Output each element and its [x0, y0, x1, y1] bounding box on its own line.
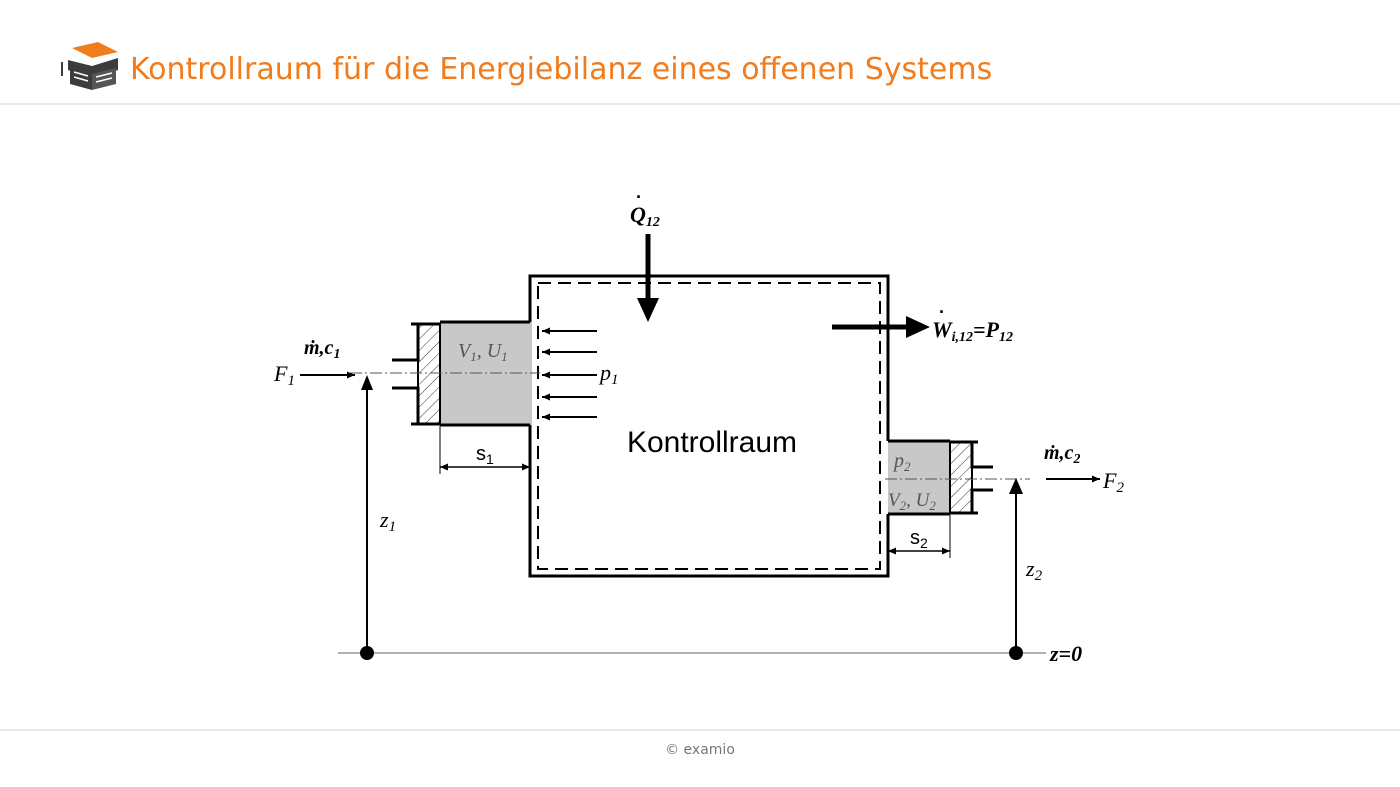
heat-flow-dot: ·	[636, 187, 642, 207]
outlet-pressure-label: p2	[892, 450, 911, 474]
inlet-pressure-label: p1	[598, 360, 619, 388]
inlet-piston-frame	[392, 322, 440, 426]
header: Kontrollraum für die Energiebilanz eines…	[0, 0, 1400, 104]
system-boundary	[537, 282, 881, 570]
control-volume-label: Kontrollraum	[627, 426, 797, 459]
outlet-height-label: z2	[1025, 556, 1043, 584]
footer-divider	[0, 729, 1400, 731]
inlet-force-label: F1	[273, 361, 295, 389]
inlet-volume-energy-label: V1, U1	[458, 340, 508, 364]
header-divider	[0, 103, 1400, 105]
outlet-force-label: F2	[1102, 468, 1124, 496]
inlet-pressure-arrows	[542, 327, 597, 421]
inlet-piston	[417, 323, 441, 425]
work-arrowhead	[906, 316, 930, 338]
inlet-mass-flow-label: ṁ,c1	[304, 337, 340, 362]
outlet-fluid-region	[888, 441, 950, 514]
ground-label: z=0	[1049, 641, 1082, 666]
height-arrowhead-outlet	[1009, 478, 1023, 494]
outlet-mass-flow-label: ṁ,c2	[1044, 442, 1080, 467]
inlet-stroke-label: s1	[476, 443, 494, 467]
outlet-stroke-label: s2	[910, 527, 928, 551]
outlet-pipe-wall	[888, 439, 950, 516]
control-volume-wall	[528, 274, 890, 578]
outlet-piston	[949, 441, 973, 514]
height-arrowhead-inlet	[361, 375, 373, 390]
outlet-volume-energy-label: V2, U2	[888, 490, 936, 513]
heat-flow-arrowhead	[637, 298, 659, 322]
page-title: Kontrollraum für die Energiebilanz eines…	[130, 52, 993, 87]
inlet-pipe-wall	[440, 320, 530, 427]
inlet-height-label: z1	[379, 507, 396, 535]
ground-point-outlet	[1009, 646, 1023, 660]
ground-point-inlet	[360, 646, 374, 660]
heat-flow-label: Q12	[630, 202, 660, 230]
work-dot: ·	[939, 302, 945, 322]
outlet-piston-frame	[950, 440, 993, 515]
graduation-cap-book-icon	[61, 42, 118, 90]
footer-copyright: © examio	[665, 742, 735, 758]
work-label: Wi,12=P12	[932, 317, 1013, 345]
